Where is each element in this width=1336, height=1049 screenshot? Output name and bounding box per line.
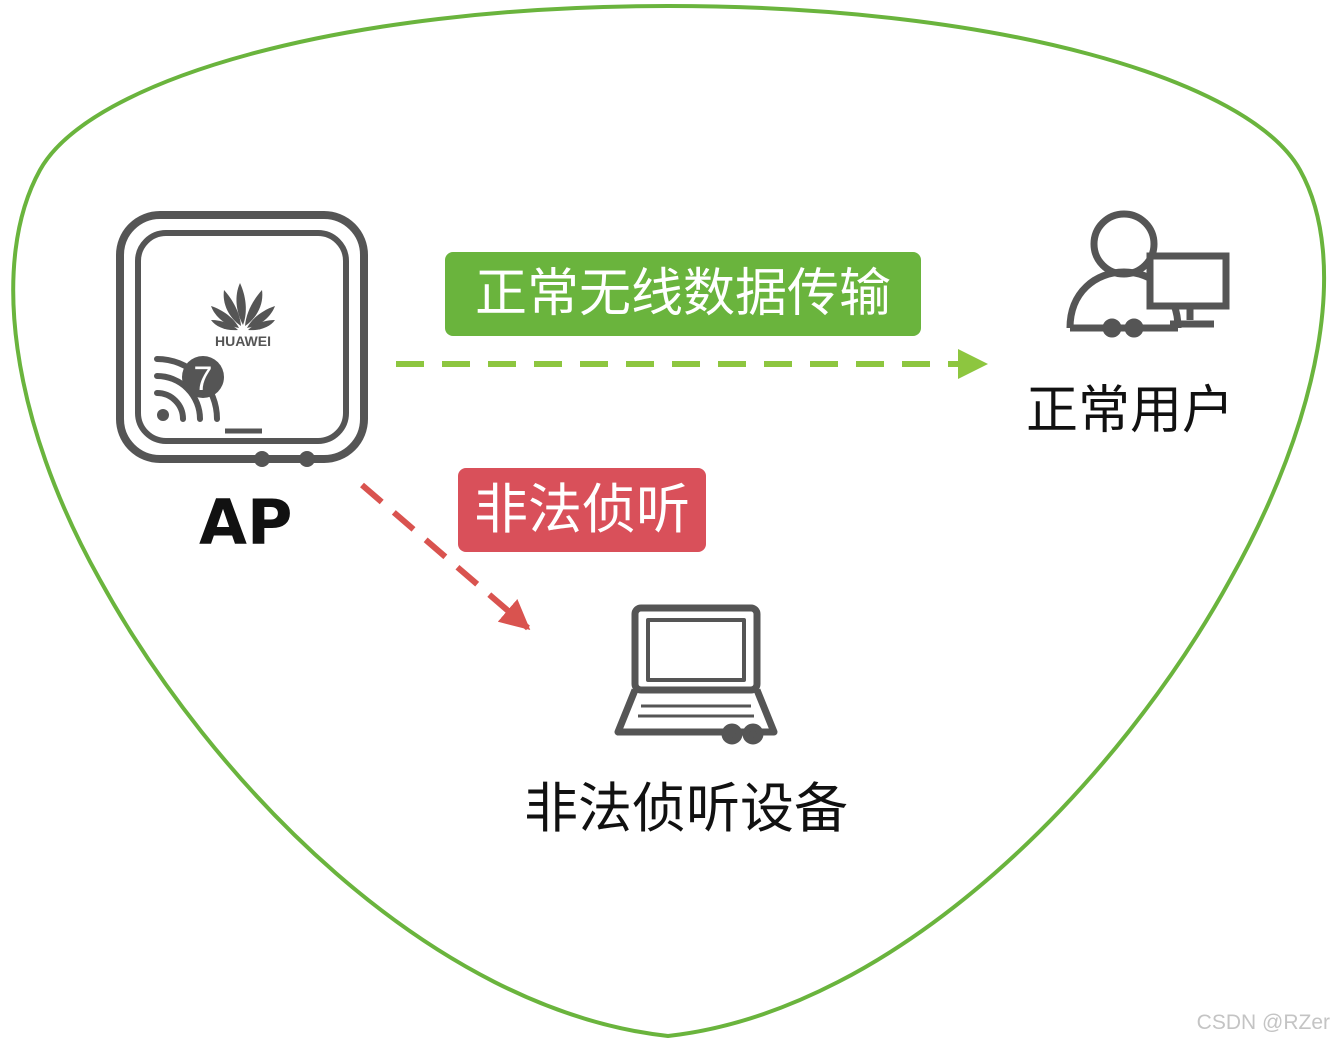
brand-text: HUAWEI (215, 333, 271, 349)
normal-user-label: 正常用户 (1026, 381, 1235, 441)
coverage-boundary (11, 3, 1327, 1039)
watermark: CSDN @RZer (1196, 1011, 1330, 1034)
eavesdrop-tag: 非法侦听 (458, 468, 706, 552)
user-at-computer-icon (1066, 210, 1230, 338)
huawei-logo-icon (211, 283, 275, 331)
normal-transmission-text: 正常无线数据传输 (474, 264, 891, 324)
eavesdrop-device-label: 非法侦听设备 (524, 777, 848, 840)
wireless-access-point-icon: HUAWEI 7 (116, 211, 368, 467)
badge-text: 7 (194, 360, 213, 398)
ap-label: AP (199, 486, 293, 559)
eavesdrop-text: 非法侦听 (474, 478, 690, 541)
wifi7-badge (182, 356, 224, 398)
laptop-icon (614, 604, 778, 745)
normal-transmission-tag: 正常无线数据传输 (445, 252, 921, 336)
eavesdrop-link-arrow (360, 482, 531, 631)
